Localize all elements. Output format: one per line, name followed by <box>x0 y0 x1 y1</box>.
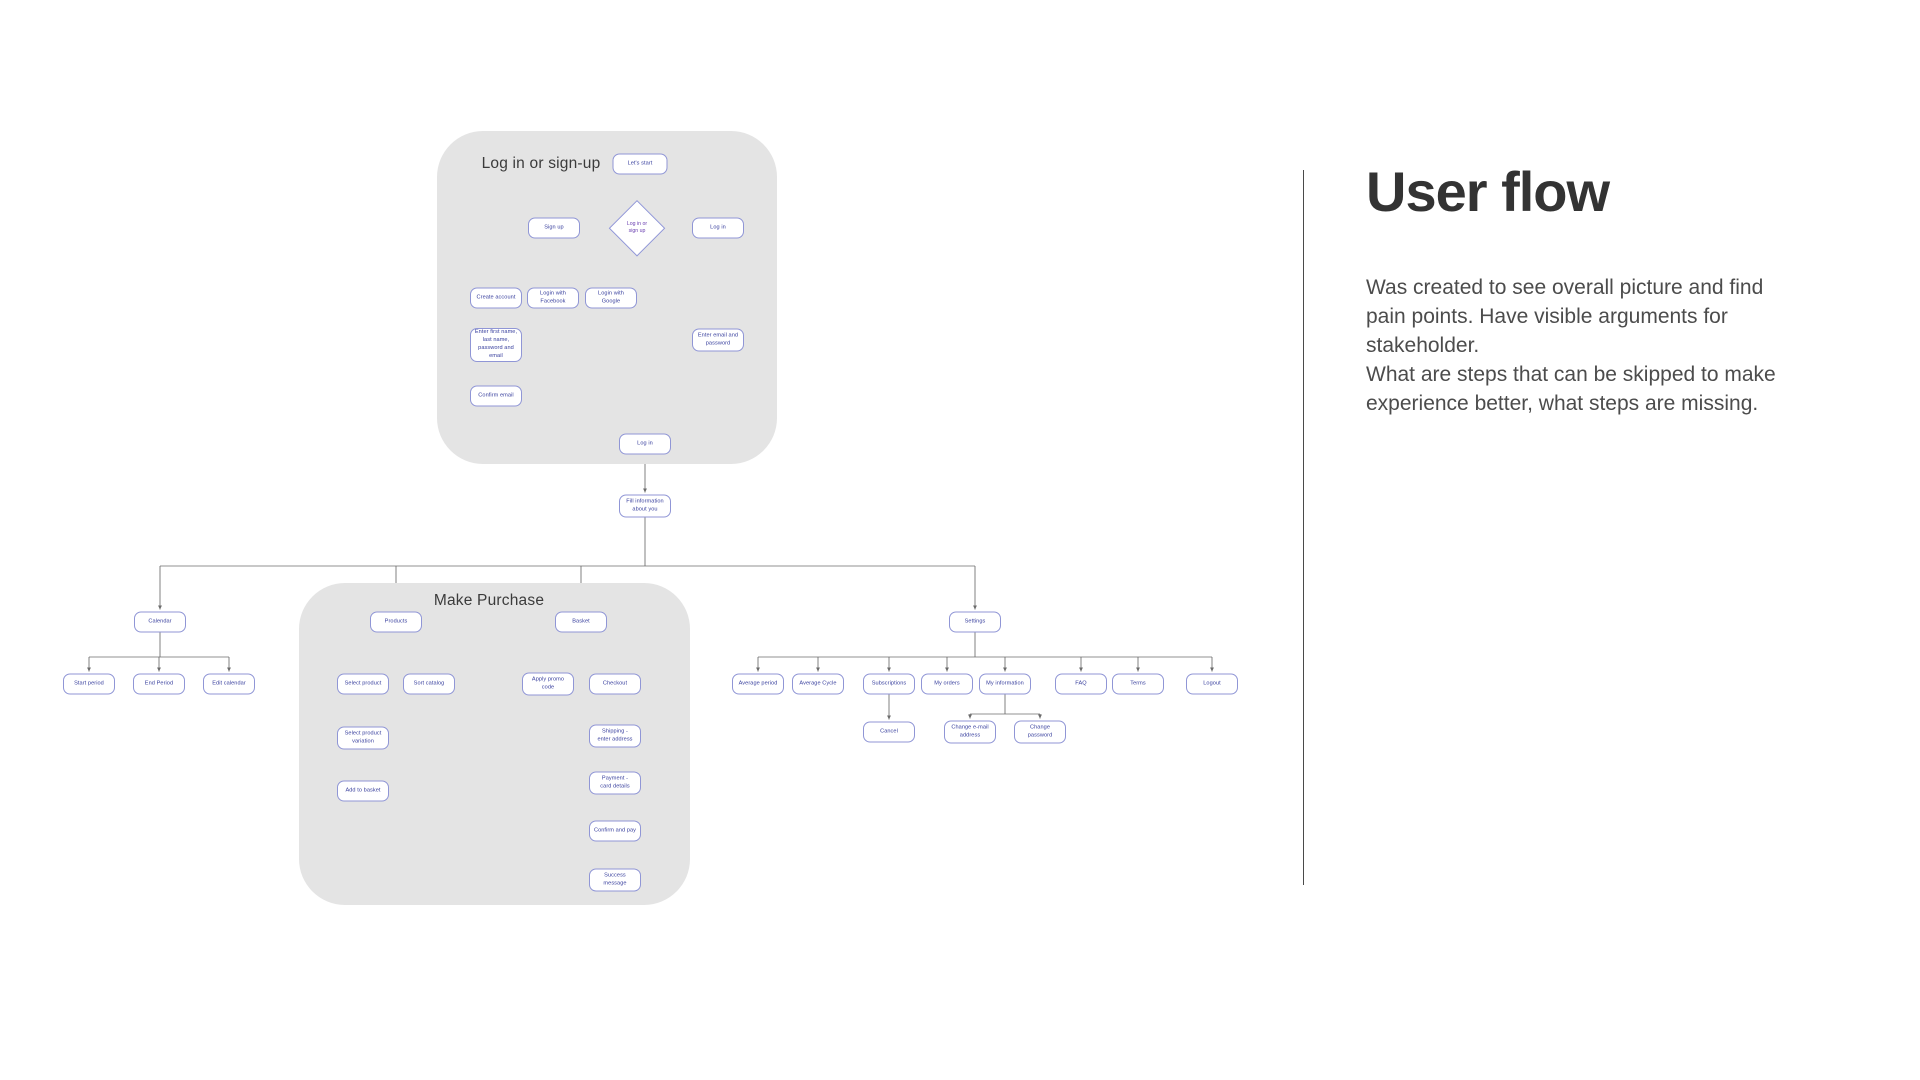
node-checkout[interactable]: Checkout <box>589 673 641 695</box>
node-average-cycle[interactable]: Average Cycle <box>792 673 844 695</box>
node-my-information[interactable]: My information <box>979 673 1031 695</box>
node-sort-catalog[interactable]: Sort catalog <box>403 673 455 695</box>
node-shipping-address-label: Shipping -enter address <box>597 728 633 742</box>
node-add-to-basket-label: Add to basket <box>345 787 381 794</box>
panel-divider <box>1303 170 1304 885</box>
node-average-cycle-label: Average Cycle <box>799 680 837 687</box>
node-confirm-email-label: Confirm email <box>478 392 514 399</box>
node-checkout-label: Checkout <box>602 680 628 687</box>
node-faq[interactable]: FAQ <box>1055 673 1107 695</box>
node-cancel[interactable]: Cancel <box>863 721 915 743</box>
node-my-orders-label: My orders <box>934 680 960 687</box>
node-select-product[interactable]: Select product <box>337 673 389 695</box>
node-log-in[interactable]: Log in <box>692 217 744 239</box>
node-calendar[interactable]: Calendar <box>134 611 186 633</box>
node-logout-label: Logout <box>1203 680 1221 687</box>
node-end-period[interactable]: End Period <box>133 673 185 695</box>
node-terms-label: Terms <box>1130 680 1146 687</box>
node-confirm-email[interactable]: Confirm email <box>470 385 522 407</box>
node-add-to-basket[interactable]: Add to basket <box>337 780 389 802</box>
node-payment-card[interactable]: Payment -card details <box>589 771 641 795</box>
node-cancel-label: Cancel <box>880 728 898 735</box>
node-subscriptions-label: Subscriptions <box>871 680 907 687</box>
group-title-login-group: Log in or sign-up <box>481 155 601 172</box>
node-log-in-label: Log in <box>710 224 726 231</box>
node-terms[interactable]: Terms <box>1112 673 1164 695</box>
node-settings-label: Settings <box>964 618 986 625</box>
node-basket-label: Basket <box>572 618 590 625</box>
node-logout[interactable]: Logout <box>1186 673 1238 695</box>
node-start-period-label: Start period <box>74 680 104 687</box>
node-lets-start-label: Let's start <box>627 160 653 167</box>
node-sign-up[interactable]: Sign up <box>528 217 580 239</box>
node-edit-calendar-label: Edit calendar <box>212 680 246 687</box>
node-create-account[interactable]: Create account <box>470 287 522 309</box>
node-products[interactable]: Products <box>370 611 422 633</box>
node-subscriptions[interactable]: Subscriptions <box>863 673 915 695</box>
node-sort-catalog-label: Sort catalog <box>413 680 445 687</box>
node-payment-card-label: Payment -card details <box>600 775 630 789</box>
node-log-in-final-label: Log in <box>637 440 653 447</box>
node-sign-up-label: Sign up <box>544 224 564 231</box>
node-create-account-label: Create account <box>476 294 516 301</box>
node-end-period-label: End Period <box>144 680 174 687</box>
node-confirm-and-pay[interactable]: Confirm and pay <box>589 820 641 842</box>
node-confirm-and-pay-label: Confirm and pay <box>593 827 637 834</box>
node-start-period[interactable]: Start period <box>63 673 115 695</box>
node-average-period[interactable]: Average period <box>732 673 784 695</box>
group-title-purchase-group: Make Purchase <box>433 592 545 609</box>
node-settings[interactable]: Settings <box>949 611 1001 633</box>
node-faq-label: FAQ <box>1075 680 1087 687</box>
node-products-label: Products <box>384 618 408 625</box>
user-flow-panel: User flow Was created to see overall pic… <box>1366 160 1786 419</box>
page-title: User flow <box>1366 160 1610 223</box>
node-shipping-address[interactable]: Shipping -enter address <box>589 724 641 748</box>
node-my-orders[interactable]: My orders <box>921 673 973 695</box>
node-calendar-label: Calendar <box>148 618 172 625</box>
panel-description: Was created to see overall picture and f… <box>1366 275 1776 415</box>
node-edit-calendar[interactable]: Edit calendar <box>203 673 255 695</box>
node-my-information-label: My information <box>986 680 1024 687</box>
node-average-period-label: Average period <box>738 680 778 687</box>
node-lets-start[interactable]: Let's start <box>612 153 668 175</box>
node-log-in-final[interactable]: Log in <box>619 433 671 455</box>
node-select-product-label: Select product <box>344 680 382 687</box>
node-basket[interactable]: Basket <box>555 611 607 633</box>
